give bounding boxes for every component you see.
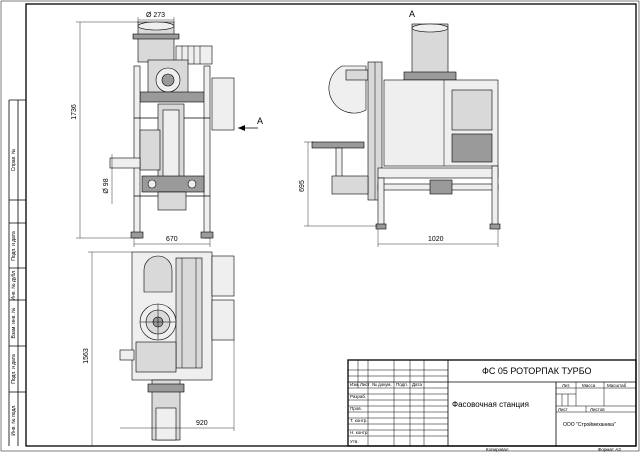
document-code: ФС 05 РОТОРПАК ТУРБО [482, 366, 592, 376]
title-block: Изм. Лист № докум. Подп. Дата Разраб. Пр… [347, 359, 637, 452]
stamp-podp-data-1: Подп. и дата [11, 231, 17, 261]
stamp-vzam-inv: Взам. инв. № [11, 308, 17, 339]
sheets-label: Листов [590, 407, 605, 412]
format-label: Формат А3 [598, 447, 621, 452]
rev-header-data: Дата [412, 382, 422, 387]
document-name: Фасовочная станция [452, 400, 529, 409]
top-dimensions: 1563 920 [83, 251, 235, 446]
rev-header-izm: Изм. [350, 382, 360, 387]
role-razrab: Разраб. [350, 394, 366, 399]
dim-length-1020: 1020 [428, 236, 444, 243]
stamp-inv-dubl: Инв. № дубл. [11, 270, 17, 301]
mass-header: Масса [582, 383, 596, 388]
lit-header: Лит. [562, 383, 570, 388]
sheet-label: Лист [558, 407, 568, 412]
stamp-sprav: Справ. № [11, 149, 17, 172]
dim-top-diameter: Ø 273 [146, 12, 165, 19]
rev-header-dokum: № докум. [372, 382, 392, 387]
role-n-kontr: Н. контр. [350, 430, 369, 435]
drawing-frame [25, 3, 637, 447]
role-prov: Пров. [350, 406, 362, 411]
rev-header-podp: Подп. [396, 382, 408, 387]
scale-header: Масштаб [607, 383, 627, 388]
view-arrow-label: A [257, 116, 263, 126]
dim-diameter-98: Ø 98 [103, 178, 110, 193]
stamp-podp-data-2: Подп. и дата [11, 354, 17, 384]
role-utv: Утв. [350, 439, 359, 444]
side-stamp: Справ. № Подп. и дата Инв. № дубл. Взам.… [8, 99, 26, 446]
role-t-kontr: Т. контр. [350, 418, 368, 423]
organization-name: ООО "Строймеханика" [563, 421, 616, 428]
front-view [109, 21, 235, 239]
stamp-inv-podl: Инв. № подл. [11, 404, 17, 435]
dim-height-1563: 1563 [83, 348, 90, 364]
dim-width-670: 670 [166, 236, 178, 243]
dim-height-695: 695 [299, 180, 306, 192]
view-a-label: A [409, 9, 415, 19]
side-dimensions: 695 1020 [299, 141, 499, 247]
front-dimensions: Ø 273 1736 Ø 98 670 A [71, 12, 263, 247]
top-view [119, 251, 235, 441]
rev-header-list: Лист [360, 382, 370, 387]
dim-width-920: 920 [196, 420, 208, 427]
dim-height-1736: 1736 [71, 104, 78, 120]
copied-label: Копировал [486, 447, 509, 452]
side-view: A [311, 9, 501, 230]
